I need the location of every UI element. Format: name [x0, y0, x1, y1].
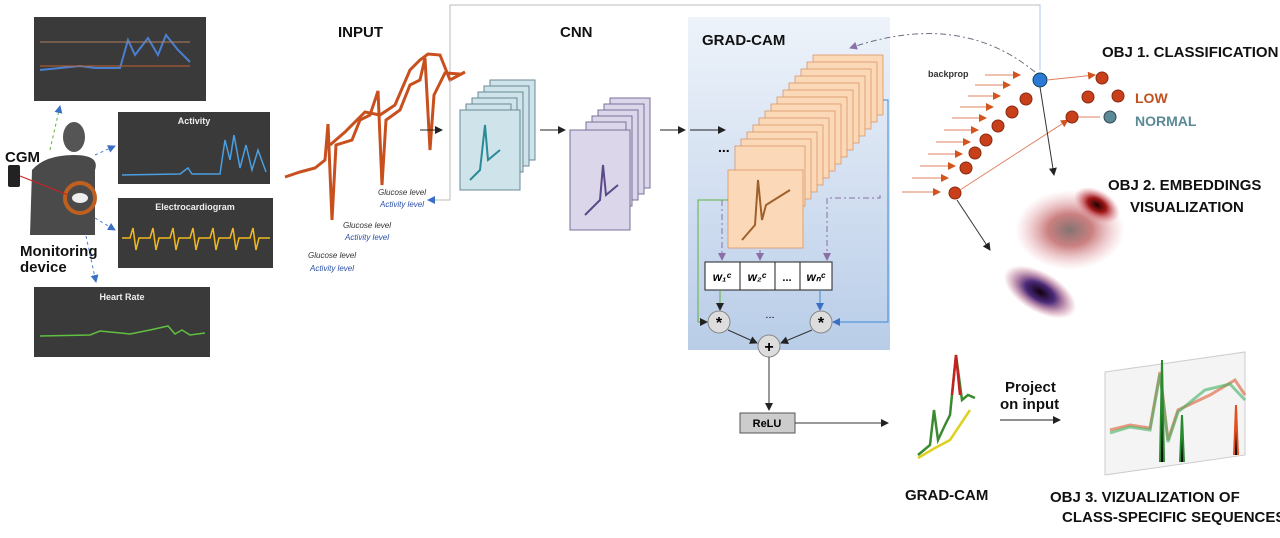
cnn-stack-2	[569, 97, 651, 231]
project-label-2: on input	[1000, 396, 1059, 413]
multiply-node	[809, 310, 833, 334]
input-signals	[284, 52, 466, 221]
body-figure	[8, 122, 97, 235]
ellipsis: ...	[765, 309, 774, 321]
weight-n: wₙᶜ	[807, 270, 826, 284]
input-title: INPUT	[338, 24, 383, 41]
backprop-label: backprop	[928, 69, 969, 79]
glucose-label: Glucose level	[343, 221, 391, 230]
multiply-node	[707, 310, 731, 334]
gradcam-output-plot	[917, 354, 976, 460]
green-arrow	[697, 199, 728, 326]
project-label: Project	[1005, 379, 1056, 396]
lstm-units	[948, 92, 1033, 200]
obj3-title-2: CLASS-SPECIFIC SEQUENCES	[1062, 509, 1280, 526]
input-arrows	[902, 71, 1021, 196]
class-normal-label: NORMAL	[1135, 113, 1197, 129]
activity-label: Activity level	[379, 200, 424, 209]
multiply-symbol: *	[818, 315, 825, 332]
ellipsis: ...	[718, 139, 730, 155]
backprop-arrow	[849, 33, 1036, 73]
sum-symbol: +	[764, 339, 773, 356]
obj2-title: OBJ 2. EMBEDDINGS	[1108, 177, 1261, 194]
weights-vector: w₁ᶜ w₂ᶜ ... wₙᶜ	[704, 261, 833, 291]
gradcam-feature-maps	[727, 54, 884, 249]
weight-2: w₂ᶜ	[748, 270, 767, 284]
device-label-2: device	[20, 259, 67, 276]
relu-label: ReLU	[753, 418, 782, 430]
cgm-label: CGM	[5, 149, 40, 166]
obj1-title: OBJ 1. CLASSIFICATION	[1102, 44, 1278, 61]
cnn-title: CNN	[560, 24, 593, 41]
obj2-title-2: VISUALIZATION	[1130, 199, 1244, 216]
dense-units	[1065, 71, 1125, 124]
weight-ellipsis: ...	[782, 272, 791, 284]
embedding-node	[1032, 72, 1048, 88]
heart-rate-title: Heart Rate	[99, 292, 144, 302]
activity-label: Activity level	[344, 233, 389, 242]
activity-label: Activity level	[309, 264, 354, 273]
glucose-label: Glucose level	[378, 188, 426, 197]
embedding-cloud-normal	[1003, 265, 1077, 319]
gradcam-title: GRAD-CAM	[702, 32, 785, 49]
gradcam-output-label: GRAD-CAM	[905, 487, 988, 504]
blue-arrow	[832, 99, 889, 326]
device-label: Monitoring	[20, 243, 97, 260]
ecg-title: Electrocardiogram	[155, 202, 235, 212]
class-sequence-plot	[1104, 351, 1247, 476]
ecg-panel: Electrocardiogram	[118, 198, 273, 268]
glucose-panel	[34, 17, 206, 101]
weight-1: w₁ᶜ	[713, 270, 732, 284]
feedback-arrow	[427, 80, 451, 204]
heart-rate-panel: Heart Rate	[34, 287, 210, 357]
dense-connections	[959, 71, 1100, 191]
weight-arrows	[718, 195, 881, 261]
normal-node	[1103, 110, 1117, 124]
obj3-title: OBJ 3. VIZUALIZATION OF	[1050, 489, 1240, 506]
glucose-label: Glucose level	[308, 251, 356, 260]
multiply-symbol: *	[716, 315, 723, 332]
activity-title: Activity	[178, 116, 211, 126]
source-arrows	[49, 105, 116, 283]
class-low-label: LOW	[1135, 90, 1168, 106]
activity-panel: Activity	[118, 112, 270, 184]
cnn-stack-1	[459, 79, 536, 191]
